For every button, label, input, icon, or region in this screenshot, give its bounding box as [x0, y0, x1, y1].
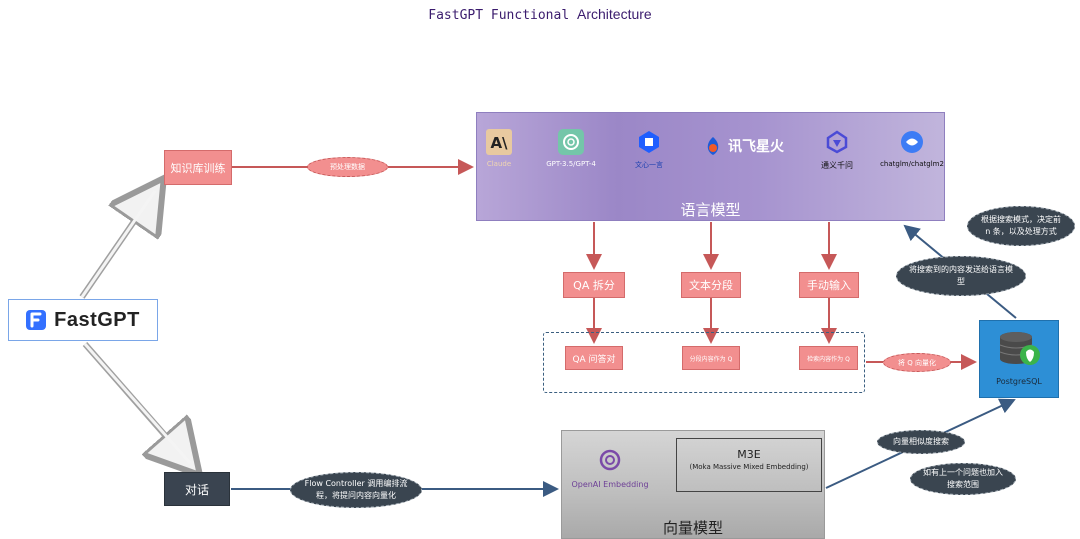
model-chatglm: chatglm/chatglm2 [879, 129, 945, 168]
openai-embedding-icon [599, 449, 621, 471]
llm-panel: A\ Claude GPT-3.5/GPT-4 文心一言 讯飞星火 [476, 112, 945, 221]
kb-training-node: 知识库训练 [164, 150, 232, 185]
qa-split-node: QA 拆分 [563, 272, 625, 298]
q-group [543, 332, 865, 393]
model-xunfei: 讯飞星火 [699, 135, 787, 157]
title-tail: Architecture [577, 6, 652, 22]
fastgpt-node: FastGPT [8, 299, 158, 341]
openai-embedding: OpenAI Embedding [570, 447, 650, 489]
model-wenxin-label: 文心一言 [635, 161, 663, 169]
title-mono: FastGPT Functional [428, 8, 570, 23]
model-gpt: GPT-3.5/GPT-4 [541, 129, 601, 168]
check-as-q-node: 检索内容作为 Q [799, 346, 858, 370]
svg-text:A\: A\ [490, 134, 508, 152]
vectorize-q-label: 将 Q 向量化 [883, 353, 951, 372]
text-split-node: 文本分段 [681, 272, 741, 298]
openai-embedding-label: OpenAI Embedding [571, 480, 649, 489]
model-tongyi-label: 通义千问 [821, 161, 853, 170]
model-claude-label: Claude [486, 160, 512, 168]
wenxin-logo-icon [639, 131, 659, 153]
arrow-fastgpt-to-chat-inner [83, 343, 192, 464]
previous-question-note: 如有上一个问题也加入搜索范围 [910, 463, 1016, 495]
chatglm-logo-icon [901, 131, 923, 153]
m3e-subtitle: (Moka Massive Mixed Embedding) [689, 463, 809, 471]
arrow-fastgpt-to-kb-inner [80, 190, 157, 298]
qa-pair-node: QA 问答对 [565, 346, 623, 370]
llm-label: 语言模型 [680, 201, 741, 219]
m3e-title: M3E [737, 448, 761, 461]
postgres-node: PostgreSQL [979, 320, 1059, 398]
preprocess-label: 预处理数据 [307, 157, 388, 177]
m3e-box: M3E (Moka Massive Mixed Embedding) [676, 438, 822, 492]
flow-controller-label: Flow Controller 调用编排流程，将提问内容向量化 [290, 472, 422, 508]
claude-logo-icon: A\ [486, 129, 512, 155]
postgres-db-icon [999, 332, 1040, 365]
fastgpt-logo-icon [26, 310, 47, 330]
model-wenxin: 文心一言 [627, 129, 671, 170]
chat-node: 对话 [164, 472, 230, 506]
similarity-search-note: 向量相似度搜索 [877, 430, 965, 454]
model-xunfei-label: 讯飞星火 [728, 139, 784, 155]
model-claude: A\ Claude [482, 129, 516, 168]
model-tongyi: 通义千问 [807, 129, 867, 171]
diagram-title: FastGPT Functional Architecture [0, 6, 1080, 23]
openai-logo-icon [558, 129, 584, 155]
fastgpt-label: FastGPT [54, 308, 140, 331]
model-gpt-label: GPT-3.5/GPT-4 [546, 160, 596, 168]
postgres-label: PostgreSQL [996, 377, 1042, 386]
manual-input-node: 手动输入 [799, 272, 859, 298]
segment-as-q-node: 分段内容作为 Q [682, 346, 740, 370]
model-chatglm-label: chatglm/chatglm2 [880, 160, 944, 168]
tongyi-logo-icon [826, 130, 848, 154]
vector-model-panel: OpenAI Embedding M3E (Moka Massive Mixed… [561, 430, 825, 539]
send-to-llm-note: 将搜索到的内容发送给语言模型 [896, 256, 1026, 296]
topn-note: 根据搜索模式，决定前 n 条，以及处理方式 [967, 206, 1075, 246]
xunfei-logo-icon [707, 137, 719, 155]
vector-model-label: 向量模型 [662, 519, 723, 537]
